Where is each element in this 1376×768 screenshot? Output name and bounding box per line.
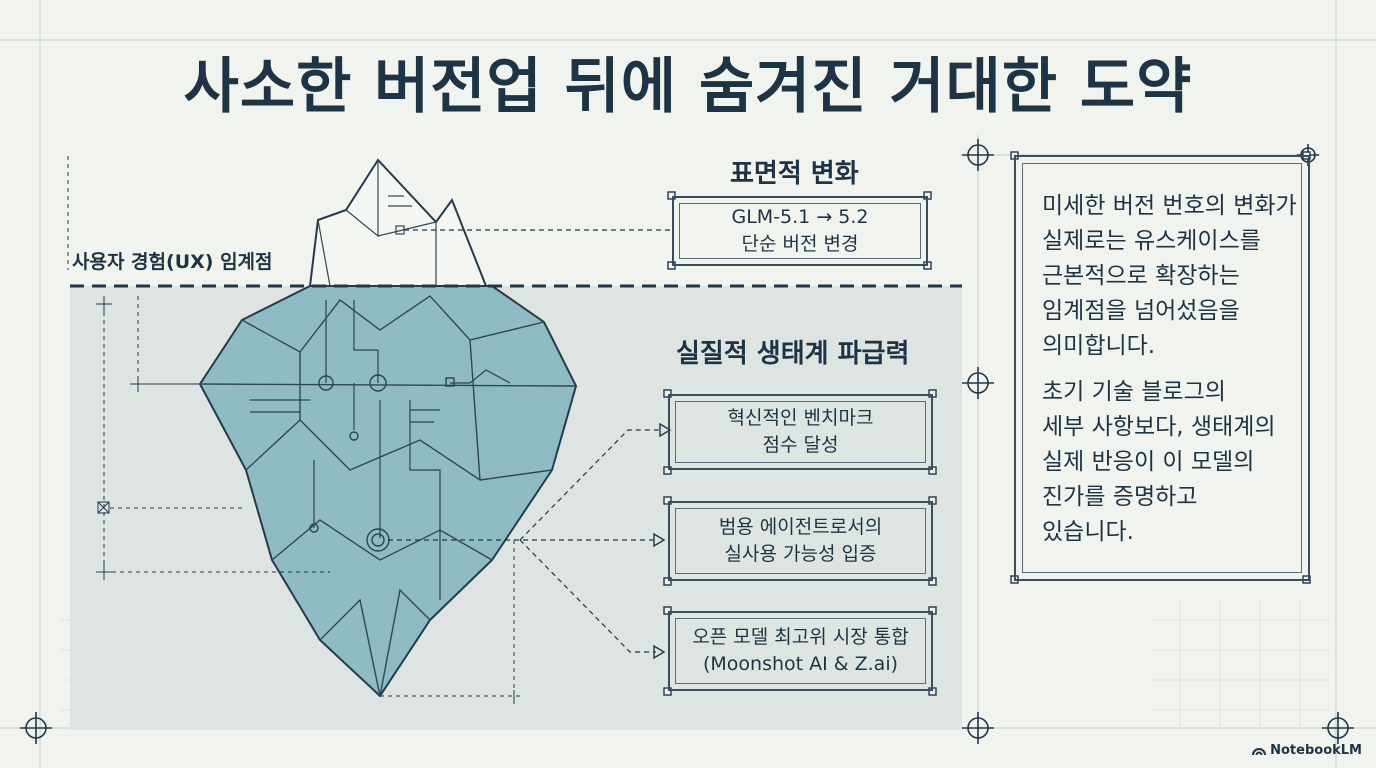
agent-line-1: 범용 에이전트로서의: [718, 516, 883, 538]
brand-mark: NotebookLM: [1252, 743, 1362, 758]
surface-line-2: 단순 버전 변경: [741, 233, 859, 255]
surface-heading: 표면적 변화: [730, 159, 859, 189]
market-line-1: 오픈 모델 최고위 시장 통합: [692, 626, 909, 648]
ecosystem-item-benchmark: 혁신적인 벤치마크 점수 달성: [668, 394, 933, 470]
ecosystem-item-market: 오픈 모델 최고위 시장 통합 (Moonshot AI & Z.ai): [668, 611, 933, 691]
explanation-paragraph-1: 미세한 버전 번호의 변화가 실제로는 유스케이스를 근본적으로 확장하는 임계…: [1042, 193, 1297, 359]
iceberg-underwater: [198, 285, 578, 698]
benchmark-line-1: 혁신적인 벤치마크: [727, 407, 874, 429]
benchmark-line-2: 점수 달성: [762, 434, 839, 456]
surface-change-box: GLM-5.1 → 5.2 단순 버전 변경: [672, 196, 928, 266]
explanation-panel: 미세한 버전 번호의 변화가 실제로는 유스케이스를 근본적으로 확장하는 임계…: [1014, 155, 1310, 581]
agent-line-2: 실사용 가능성 입증: [724, 543, 877, 565]
ecosystem-heading: 실질적 생태계 파급력: [676, 339, 910, 369]
market-line-2: (Moonshot AI & Z.ai): [702, 653, 899, 675]
surface-change-text: GLM-5.1 → 5.2 단순 버전 변경: [732, 204, 869, 258]
brand-name: NotebookLM: [1270, 743, 1362, 758]
notebooklm-logo-icon: [1252, 747, 1267, 755]
iceberg-tip: [308, 158, 488, 287]
ecosystem-item-agent: 범용 에이전트로서의 실사용 가능성 입증: [668, 501, 933, 581]
page-title: 사소한 버전업 뒤에 숨겨진 거대한 도약: [183, 52, 1193, 122]
surface-line-1: GLM-5.1 → 5.2: [731, 206, 869, 228]
crosshair-icons: [20, 139, 1354, 744]
ux-threshold-label: 사용자 경험(UX) 임계점: [72, 251, 273, 273]
explanation-paragraph-2: 초기 기술 블로그의 세부 사항보다, 생태계의 실제 반응이 이 모델의 진가…: [1042, 379, 1276, 545]
